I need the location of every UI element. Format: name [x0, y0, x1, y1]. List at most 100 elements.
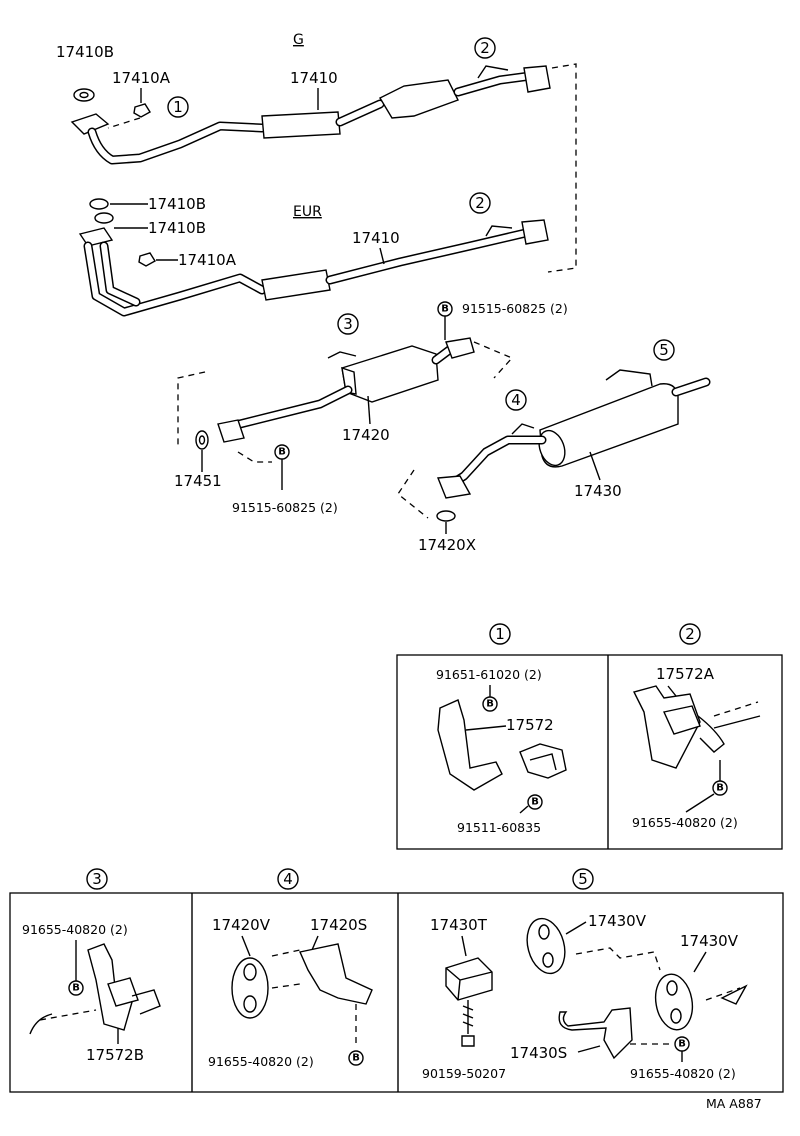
detail-3: 91655-40820 (2) B 17572B — [22, 922, 161, 1064]
variant-label-g: G — [293, 32, 304, 48]
part-label: 17430V — [680, 932, 739, 950]
part-label: 17572B — [86, 1046, 144, 1064]
rubber-cushion-17430V — [654, 973, 694, 1031]
part-label: 91655-40820 (2) — [208, 1054, 314, 1069]
gasket-icon — [73, 88, 95, 102]
rubber-cushion — [663, 705, 701, 735]
tail-muffler-assembly: 5 4 17430 17420X — [397, 339, 711, 554]
g-variant-assembly: G 17410B 17410A 17410 1 2 — [56, 32, 551, 165]
part-label: 91655-40820 (2) — [22, 922, 128, 937]
part-label: 91515-60825 (2) — [232, 500, 338, 515]
screw-head — [461, 1035, 475, 1047]
gasket-icon — [94, 212, 114, 224]
gasket-icon — [195, 430, 209, 450]
callout-4-icon — [277, 868, 299, 890]
svg-text:B: B — [486, 699, 494, 710]
svg-text:B: B — [352, 1053, 360, 1064]
svg-text:5: 5 — [659, 341, 669, 359]
svg-text:4: 4 — [283, 870, 293, 888]
tail-hanger-front — [511, 423, 535, 435]
rubber-cushion-17430V — [526, 917, 566, 975]
callout-5-icon — [653, 339, 675, 361]
muffler-outlet-flange — [445, 337, 475, 359]
bracket-17572 — [437, 699, 503, 791]
bolt-marker-icon — [348, 1050, 364, 1066]
tail-inlet-flange — [437, 475, 472, 499]
callout-1-icon — [167, 96, 189, 118]
eur-rear-flange — [521, 219, 549, 245]
svg-text:4: 4 — [511, 391, 521, 409]
gasket-icon — [89, 198, 109, 210]
svg-text:5: 5 — [578, 870, 588, 888]
detail-5: 17430T 90159-50207 17430V 17430V B 17430… — [422, 912, 748, 1081]
rubber-cushion — [107, 977, 139, 1007]
rear-flange-g — [523, 65, 551, 93]
part-label: 17430 — [574, 482, 622, 500]
svg-text:B: B — [531, 797, 539, 808]
part-label: 91511-60835 — [457, 820, 541, 835]
part-label: 17572 — [506, 716, 554, 734]
callout-2-icon — [679, 623, 701, 645]
hanger-rod-g — [477, 65, 509, 79]
svg-text:B: B — [441, 304, 449, 315]
inlet-flange — [217, 419, 245, 443]
callout-5-icon — [572, 868, 594, 890]
svg-text:3: 3 — [92, 870, 102, 888]
rubber-cushion-17420V — [231, 957, 269, 1019]
catalytic-converter — [379, 79, 459, 119]
support-17430S — [558, 1007, 633, 1060]
center-muffler-eur — [261, 269, 331, 301]
center-muffler-g — [261, 111, 341, 139]
part-label: 17410A — [178, 251, 237, 269]
part-label: 91655-40820 (2) — [630, 1066, 736, 1081]
muffler-hanger-rod — [327, 351, 357, 359]
part-label: 17430S — [510, 1044, 567, 1062]
callout-3-icon — [86, 868, 108, 890]
part-label: 17410A — [112, 69, 171, 87]
hanger-17572A — [632, 685, 701, 769]
detail-1: 91651-61020 (2) B 17572 B 91511-60835 — [436, 667, 567, 835]
svg-text:B: B — [72, 983, 80, 994]
part-label: 17410B — [148, 195, 206, 213]
callout-1-icon — [489, 623, 511, 645]
part-label: 90159-50207 — [422, 1066, 506, 1081]
part-label: 17410B — [148, 219, 206, 237]
svg-text:B: B — [716, 783, 724, 794]
svg-text:2: 2 — [480, 39, 490, 57]
svg-text:1: 1 — [173, 98, 183, 116]
part-label: 17572A — [656, 665, 715, 683]
variant-label-eur: EUR — [293, 204, 322, 220]
part-label: 17410B — [56, 43, 114, 61]
part-label: 17420X — [418, 536, 476, 554]
svg-text:B: B — [678, 1039, 686, 1050]
part-label: 17410 — [290, 69, 338, 87]
callout-2-icon — [469, 192, 491, 214]
part-label: 17420 — [342, 426, 390, 444]
eur-variant-assembly: EUR 17410B 17410B 17410A 17410 2 — [78, 192, 549, 317]
part-label: 17430V — [588, 912, 647, 930]
detail-box-1-2 — [396, 654, 783, 850]
detail-box-3-4-5 — [9, 892, 784, 1093]
figure-code: MA A887 — [706, 1096, 762, 1111]
part-label: 91655-40820 (2) — [632, 815, 738, 830]
callout-2-icon — [474, 37, 496, 59]
part-label: 17410 — [352, 229, 400, 247]
front-flange — [70, 113, 110, 135]
detail-4: 17420V 17420S 91655-40820 (2) B — [208, 916, 373, 1069]
part-label: 17451 — [174, 472, 222, 490]
part-label: 17420V — [212, 916, 271, 934]
clamp-block — [519, 743, 567, 779]
svg-text:1: 1 — [495, 625, 505, 643]
support-17420S — [299, 943, 373, 1005]
tail-muffler — [539, 383, 679, 468]
svg-text:B: B — [278, 447, 286, 458]
detail-2: 17572A B 91655-40820 (2) — [632, 665, 761, 830]
tail-hanger-rod — [605, 369, 653, 387]
part-label: 91651-61020 (2) — [436, 667, 542, 682]
svg-text:2: 2 — [475, 194, 485, 212]
svg-text:3: 3 — [343, 315, 353, 333]
svg-text:2: 2 — [685, 625, 695, 643]
nut-icon — [138, 252, 156, 267]
part-label: 17430T — [430, 916, 488, 934]
